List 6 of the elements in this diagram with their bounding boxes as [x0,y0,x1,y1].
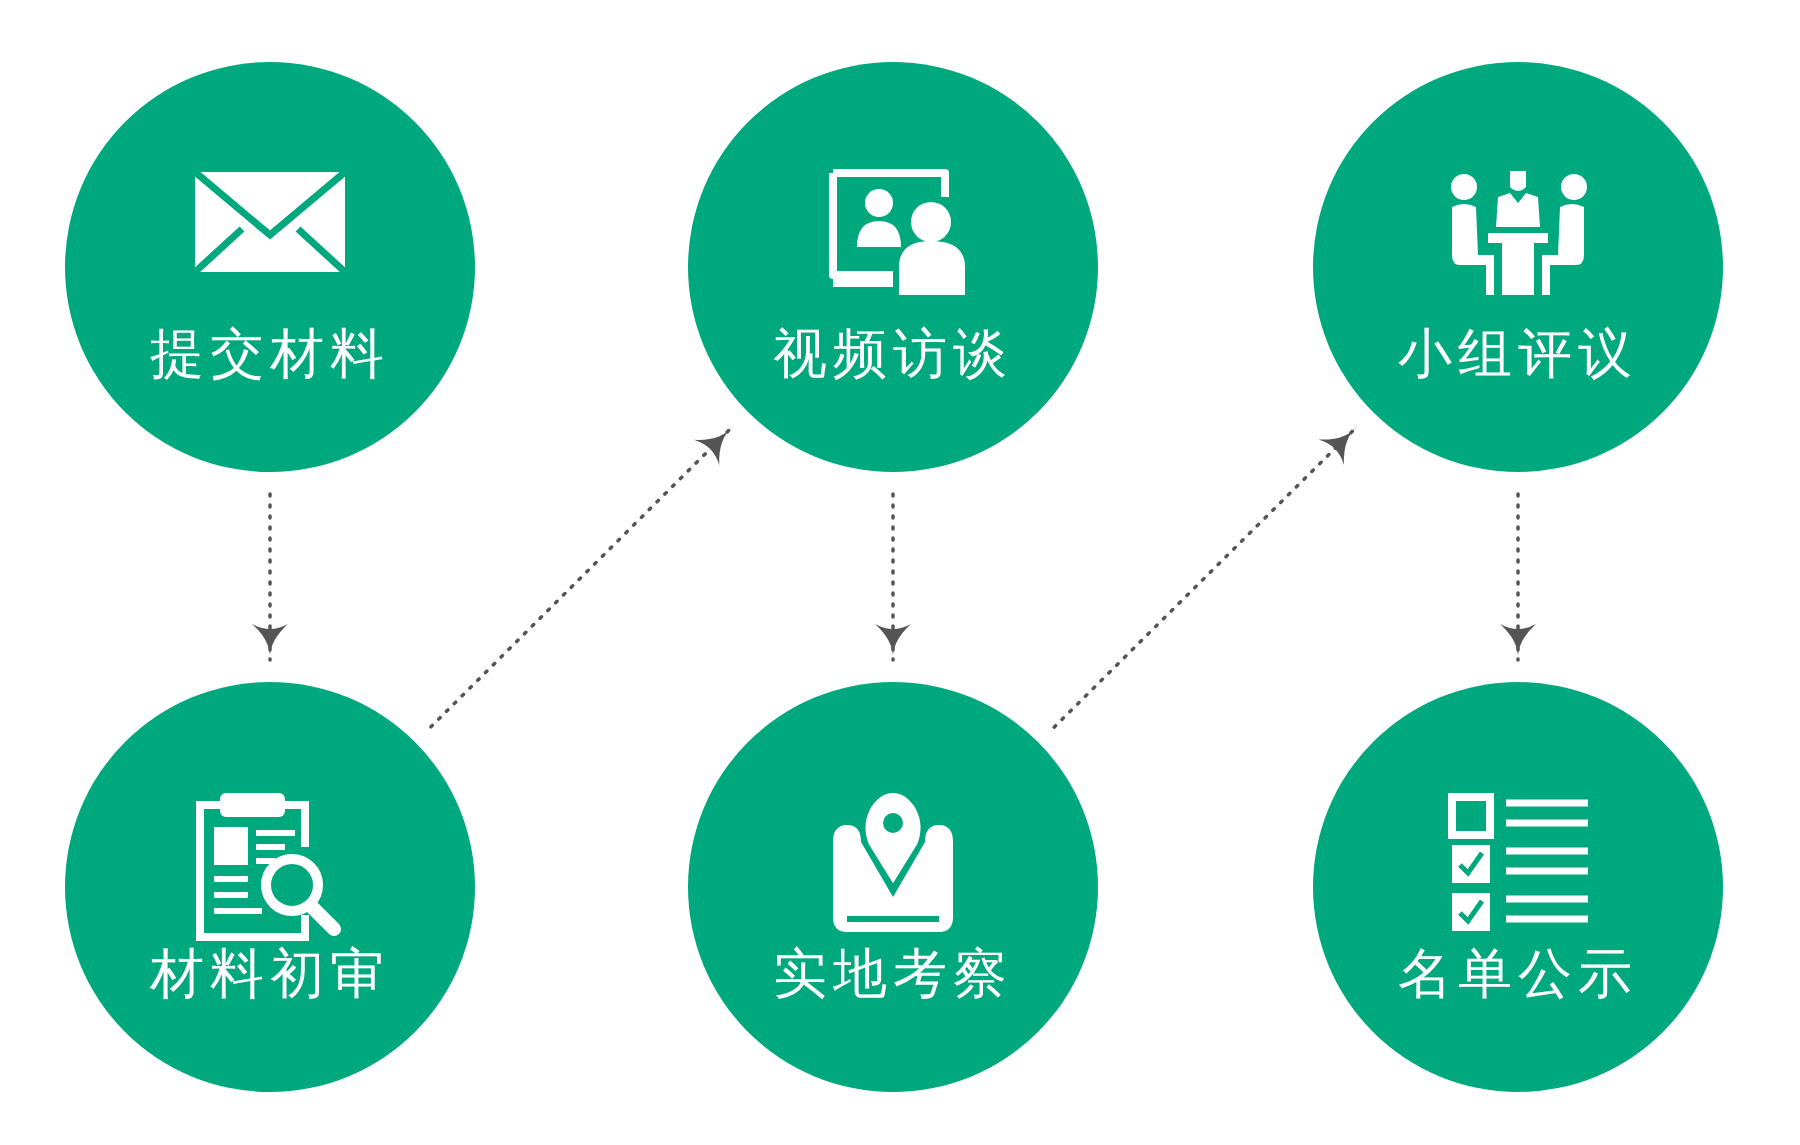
step-label: 提交材料 [150,327,390,381]
step-label: 名单公示 [1398,947,1638,1001]
step-label: 视频访谈 [773,327,1013,381]
step-label: 材料初审 [150,947,390,1001]
step-label: 实地考察 [773,947,1013,1001]
step-label: 小组评议 [1398,327,1638,381]
